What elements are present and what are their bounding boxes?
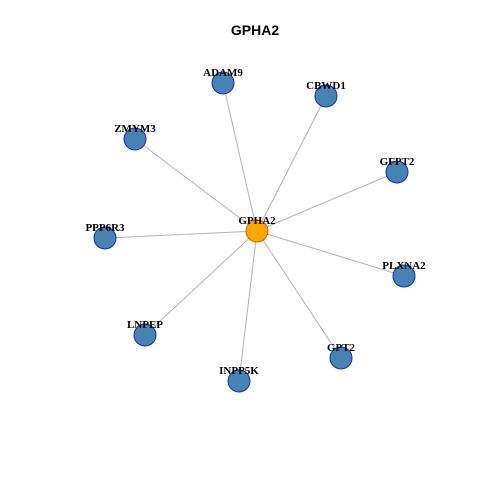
node-cbwd1 — [314, 84, 338, 108]
node-label-gpha2: GPHA2 — [238, 215, 276, 227]
node-zmym3 — [123, 127, 147, 151]
node-label-gfpt2: GFPT2 — [380, 156, 415, 168]
node-label-gpt2: GPT2 — [327, 342, 356, 354]
edge-gpha2-ppp6r3 — [104, 230, 258, 239]
edges-layer — [104, 82, 405, 382]
node-label-ppp6r3: PPP6R3 — [85, 222, 125, 234]
node-label-adam9: ADAM9 — [203, 67, 243, 79]
node-inpp5k — [227, 369, 251, 393]
edge-gpha2-gfpt2 — [256, 171, 398, 232]
node-ppp6r3 — [93, 226, 117, 250]
node-label-lnpep: LNPEP — [127, 319, 163, 331]
node-label-inpp5k: INPP5K — [219, 365, 259, 377]
labels-layer: GPHA2 ADAM9CBWD1ZMYM3GFPT2PPP6R3PLXNA2LNP… — [85, 67, 426, 377]
node-lnpep — [133, 323, 157, 347]
node-adam9 — [211, 71, 235, 95]
node-gfpt2 — [385, 160, 409, 184]
node-label-cbwd1: CBWD1 — [306, 80, 346, 92]
node-plxna2 — [392, 264, 416, 288]
node-gpha2 — [245, 219, 269, 243]
node-label-zmym3: ZMYM3 — [114, 123, 156, 135]
edge-gpha2-adam9 — [222, 82, 258, 232]
edge-gpha2-zmym3 — [134, 138, 258, 232]
edge-gpha2-plxna2 — [256, 230, 405, 277]
nodes-layer — [93, 71, 416, 393]
edge-gpha2-gpt2 — [256, 230, 342, 359]
node-label-plxna2: PLXNA2 — [382, 260, 426, 272]
diagram-title: GPHA2 — [231, 22, 279, 38]
edge-gpha2-inpp5k — [238, 230, 258, 382]
node-gpt2 — [329, 346, 353, 370]
edge-gpha2-lnpep — [144, 230, 258, 336]
edge-gpha2-cbwd1 — [256, 95, 327, 232]
